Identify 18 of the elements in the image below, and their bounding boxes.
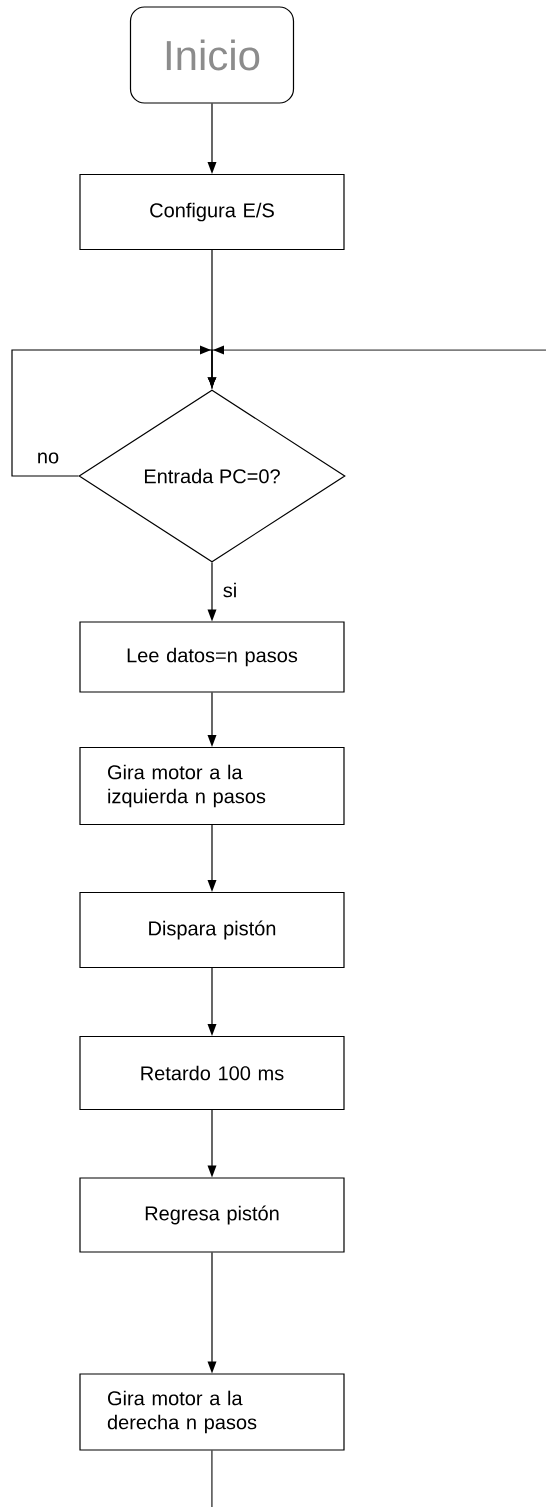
arrow bbox=[207, 1252, 217, 1374]
process-box: Dispara pistón bbox=[79, 891, 345, 969]
arrow bbox=[207, 692, 217, 747]
edge-label: no bbox=[35, 451, 61, 465]
process-box: Gira motor a la izquierda n pasos bbox=[79, 746, 345, 826]
edge-label: si bbox=[221, 581, 239, 599]
process-box: Retardo 100 ms bbox=[79, 1035, 345, 1111]
arrow bbox=[207, 103, 217, 174]
arrow bbox=[207, 967, 217, 1036]
process-box: Configura E/S bbox=[79, 173, 345, 251]
start-terminal: Inicio bbox=[129, 6, 295, 104]
process-box: Lee datos=n pasos bbox=[79, 621, 345, 693]
arrow bbox=[207, 345, 546, 388]
arrow bbox=[207, 562, 217, 622]
process-box: Gira motor a la derecha n pasos bbox=[79, 1373, 345, 1451]
process-box: Regresa pistón bbox=[79, 1177, 345, 1253]
arrow bbox=[207, 1109, 217, 1178]
arrow bbox=[207, 824, 217, 892]
